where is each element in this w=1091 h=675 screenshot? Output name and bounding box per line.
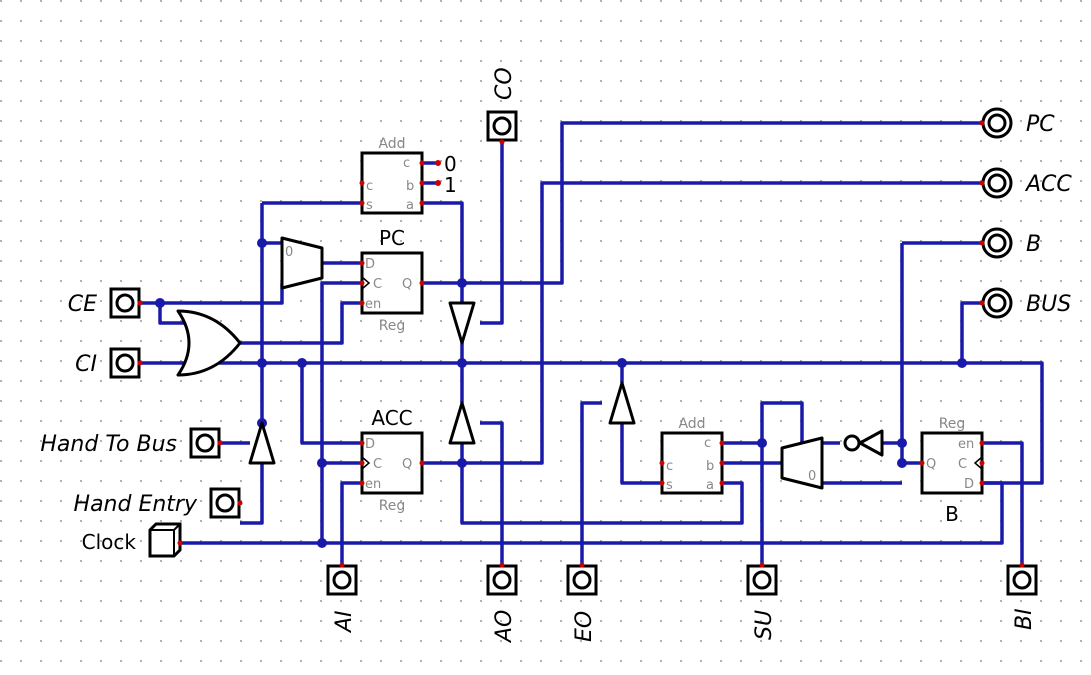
svg-text:a: a — [706, 478, 714, 493]
output-acc[interactable] — [979, 167, 1013, 199]
output-acc-label: ACC — [1024, 172, 1072, 197]
register-acc[interactable]: ACC D C en Q Reg — [359, 406, 425, 514]
svg-text:C: C — [373, 277, 382, 292]
output-bus-label: BUS — [1026, 292, 1071, 317]
not-gate[interactable] — [843, 429, 884, 457]
svg-text:s: s — [366, 198, 373, 213]
output-b-label: B — [1026, 232, 1041, 257]
svg-text:b: b — [706, 459, 714, 474]
mux-pc[interactable]: 0 — [280, 236, 324, 290]
input-ao[interactable] — [486, 562, 518, 596]
svg-text:c: c — [366, 179, 373, 194]
svg-text:c: c — [666, 459, 673, 474]
svg-text:en: en — [958, 437, 974, 452]
input-clock[interactable] — [148, 522, 183, 558]
input-su[interactable] — [746, 562, 778, 596]
input-hand-entry[interactable] — [209, 487, 243, 519]
tristate-hand-to-bus[interactable] — [248, 421, 276, 465]
input-eo-label: EO — [572, 611, 597, 642]
input-bi-label: BI — [1012, 608, 1037, 630]
svg-text:Reg: Reg — [379, 318, 406, 334]
tristate-alu-out[interactable] — [608, 381, 636, 425]
input-ao-label: AO — [492, 610, 517, 644]
junctions — [155, 238, 967, 548]
register-pc-name: PC — [379, 226, 405, 250]
input-hand-to-bus[interactable] — [189, 427, 223, 459]
output-b[interactable] — [979, 227, 1013, 259]
input-co[interactable] — [486, 110, 518, 145]
input-ce[interactable] — [109, 287, 143, 319]
input-hand-to-bus-label: Hand To Bus — [40, 432, 177, 457]
svg-text:Q: Q — [402, 277, 412, 292]
svg-text:Q: Q — [402, 457, 412, 472]
input-su-label: SU — [752, 610, 777, 640]
svg-text:c: c — [403, 156, 410, 171]
tristate-acc-out[interactable] — [448, 401, 476, 445]
input-ce-label: CE — [68, 292, 97, 317]
svg-text:0: 0 — [808, 469, 816, 484]
svg-text:C: C — [958, 457, 967, 472]
svg-text:en: en — [365, 477, 381, 492]
input-clock-label: Clock — [82, 530, 137, 554]
input-hand-entry-label: Hand Entry — [74, 492, 198, 517]
svg-text:b: b — [406, 179, 414, 194]
svg-text:Q: Q — [926, 457, 936, 472]
wires — [140, 121, 1044, 563]
register-b-name: B — [945, 502, 959, 526]
input-ai[interactable] — [326, 562, 358, 596]
input-ai-label: AI — [332, 610, 357, 634]
svg-text:D: D — [365, 437, 375, 452]
adder-pc-title: Add — [378, 136, 405, 152]
const-b-pc: 1 — [444, 173, 457, 197]
svg-text:0: 0 — [285, 245, 293, 260]
input-co-label: CO — [492, 67, 517, 100]
or-gate[interactable] — [176, 309, 242, 377]
const-ci-pc: 0 — [444, 152, 457, 176]
svg-text:a: a — [406, 198, 414, 213]
output-bus[interactable] — [979, 287, 1013, 319]
input-ci-label: CI — [75, 352, 97, 377]
output-pc-label: PC — [1026, 112, 1055, 137]
tristate-pc-out[interactable] — [448, 301, 476, 345]
adder-pc[interactable]: Add c b a c s — [359, 136, 425, 215]
svg-text:c: c — [704, 436, 711, 451]
register-acc-name: ACC — [371, 406, 412, 430]
input-eo[interactable] — [566, 562, 598, 596]
svg-text:en: en — [365, 297, 381, 312]
mux-alu[interactable]: 0 — [780, 436, 824, 490]
register-b[interactable]: Reg en C D Q B — [919, 416, 985, 526]
svg-text:Reg: Reg — [379, 498, 406, 514]
output-pc[interactable] — [979, 107, 1013, 139]
adder-alu-title: Add — [678, 416, 705, 432]
input-ci[interactable] — [109, 347, 143, 379]
register-pc[interactable]: PC D C en Q Reg — [359, 226, 425, 334]
svg-text:Reg: Reg — [939, 416, 966, 432]
input-bi[interactable] — [1006, 562, 1038, 596]
svg-text:D: D — [964, 477, 974, 492]
svg-text:s: s — [666, 478, 673, 493]
svg-text:D: D — [365, 257, 375, 272]
adder-alu[interactable]: Add c b a c s — [659, 416, 725, 495]
svg-text:C: C — [373, 457, 382, 472]
